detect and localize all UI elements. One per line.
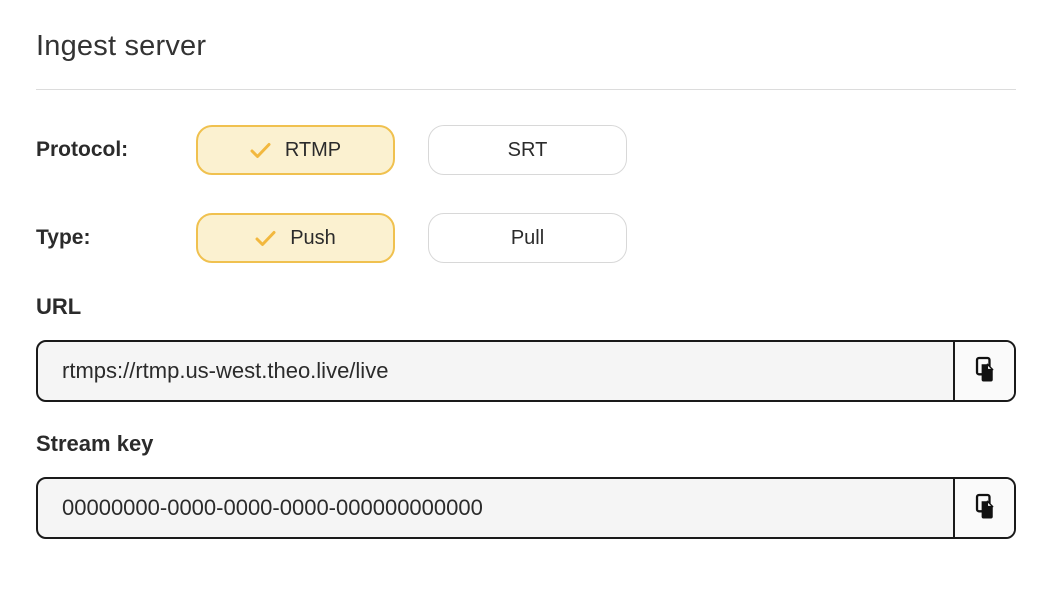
protocol-label: Protocol: [36,138,129,161]
copy-icon [973,356,996,386]
field-divider [953,479,955,537]
url-field [36,340,1016,402]
copy-icon [973,493,996,523]
type-row: Type: Push Pull [36,213,1016,263]
check-icon [250,142,271,159]
page-title: Ingest server [36,30,207,62]
protocol-option-rtmp[interactable]: RTMP [196,125,395,175]
url-label: URL [36,294,82,319]
protocol-row: Protocol: RTMP SRT [36,125,1016,175]
stream-key-input[interactable] [38,479,953,537]
protocol-option-label: SRT [507,138,548,161]
protocol-options: RTMP SRT [196,125,627,175]
stream-key-label: Stream key [36,431,154,456]
type-option-label: Pull [510,226,545,249]
type-option-pull[interactable]: Pull [428,213,627,263]
copy-stream-key-button[interactable] [955,479,1014,537]
ingest-server-panel: Ingest server Protocol: RTMP SRT Type: [0,30,1052,539]
protocol-option-label: RTMP [284,138,342,161]
type-options: Push Pull [196,213,627,263]
type-option-label: Push [290,226,336,249]
protocol-option-srt[interactable]: SRT [428,125,627,175]
type-option-push[interactable]: Push [196,213,395,263]
stream-key-field [36,477,1016,539]
field-divider [953,342,955,400]
url-input[interactable] [38,342,953,400]
type-label: Type: [36,226,91,249]
section-divider [36,89,1016,90]
check-icon [255,230,276,247]
copy-url-button[interactable] [955,342,1014,400]
